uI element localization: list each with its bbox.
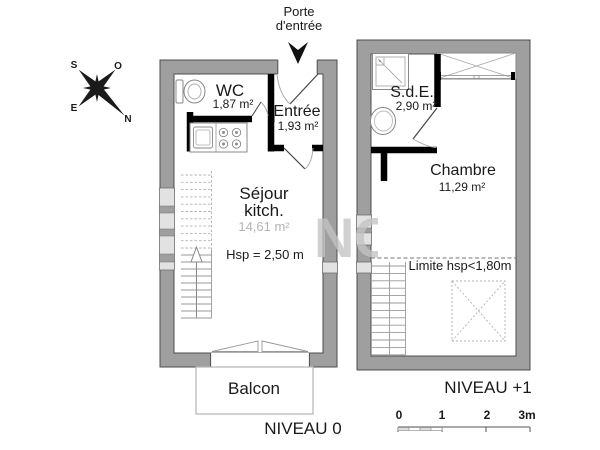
low-ceiling-zone xyxy=(451,280,506,342)
balcon-label: Balcon xyxy=(228,379,280,398)
level0-staircase xyxy=(181,171,212,319)
scale-bar xyxy=(397,426,531,432)
sde-area-label: 2,90 m² xyxy=(395,99,437,113)
toilet-icon xyxy=(175,79,206,104)
level1-interior-walls xyxy=(371,54,441,181)
sde-room-label: S.d.E. xyxy=(390,84,434,101)
level1-floorplan xyxy=(356,39,531,371)
balcony-opening xyxy=(210,351,310,369)
sde-door xyxy=(412,107,438,148)
wc-door xyxy=(251,101,269,117)
shower-icon xyxy=(372,53,409,90)
sejour-area-label: 14,61 m² xyxy=(238,219,290,234)
sejour-room-label-line2: kitch. xyxy=(244,201,284,220)
chambre-area-label: 11,29 m² xyxy=(438,180,486,194)
niveau1-label: NIVEAU +1 xyxy=(444,378,532,397)
compass-icon xyxy=(78,69,125,116)
scale-tick-3: 3m xyxy=(518,408,536,422)
sejour-room-label-line1: Séjour xyxy=(239,184,289,203)
closet xyxy=(436,52,517,80)
front-door xyxy=(276,73,319,105)
balcony-doors xyxy=(210,340,310,353)
compass-north-label: N xyxy=(124,114,132,125)
scale-tick-1: 1 xyxy=(438,408,446,422)
sejour-ceiling-height-label: Hsp = 2,50 m xyxy=(226,247,304,262)
level1-windows xyxy=(356,214,372,274)
watermark: NO xyxy=(314,209,378,266)
porte-entree-label-line1: Porte xyxy=(283,4,315,19)
stove-icon xyxy=(218,127,242,149)
washbasin-icon xyxy=(370,107,396,135)
entree-area-label: 1,93 m² xyxy=(277,119,319,133)
scale-tick-0: 0 xyxy=(395,408,403,422)
chambre-room-label: Chambre xyxy=(430,162,496,179)
level0-windows xyxy=(159,187,338,274)
level1-staircase xyxy=(371,262,406,356)
entree-door xyxy=(283,147,314,170)
compass-south-label: S xyxy=(70,60,78,71)
kitchen-counter xyxy=(189,122,248,153)
limite-hsp-label: Limite hsp<1,80m xyxy=(408,258,512,273)
entree-room-label: Entrée xyxy=(273,103,321,120)
kitchen-sink-icon xyxy=(193,126,213,149)
scale-tick-2: 2 xyxy=(483,408,491,422)
level0-floorplan xyxy=(159,58,338,415)
compass-east-label: E xyxy=(70,103,78,114)
entry-arrow-icon xyxy=(288,42,308,64)
compass-west-label: O xyxy=(114,61,122,72)
wc-area-label: 1,87 m² xyxy=(212,97,254,111)
stair-direction-arrow xyxy=(190,245,203,318)
porte-entree-label-line2: d'entrée xyxy=(275,18,323,33)
wc-room-label: WC xyxy=(215,81,245,100)
niveau0-label: NIVEAU 0 xyxy=(264,419,342,438)
balcony-outline xyxy=(195,366,314,415)
entry-opening xyxy=(277,58,318,76)
